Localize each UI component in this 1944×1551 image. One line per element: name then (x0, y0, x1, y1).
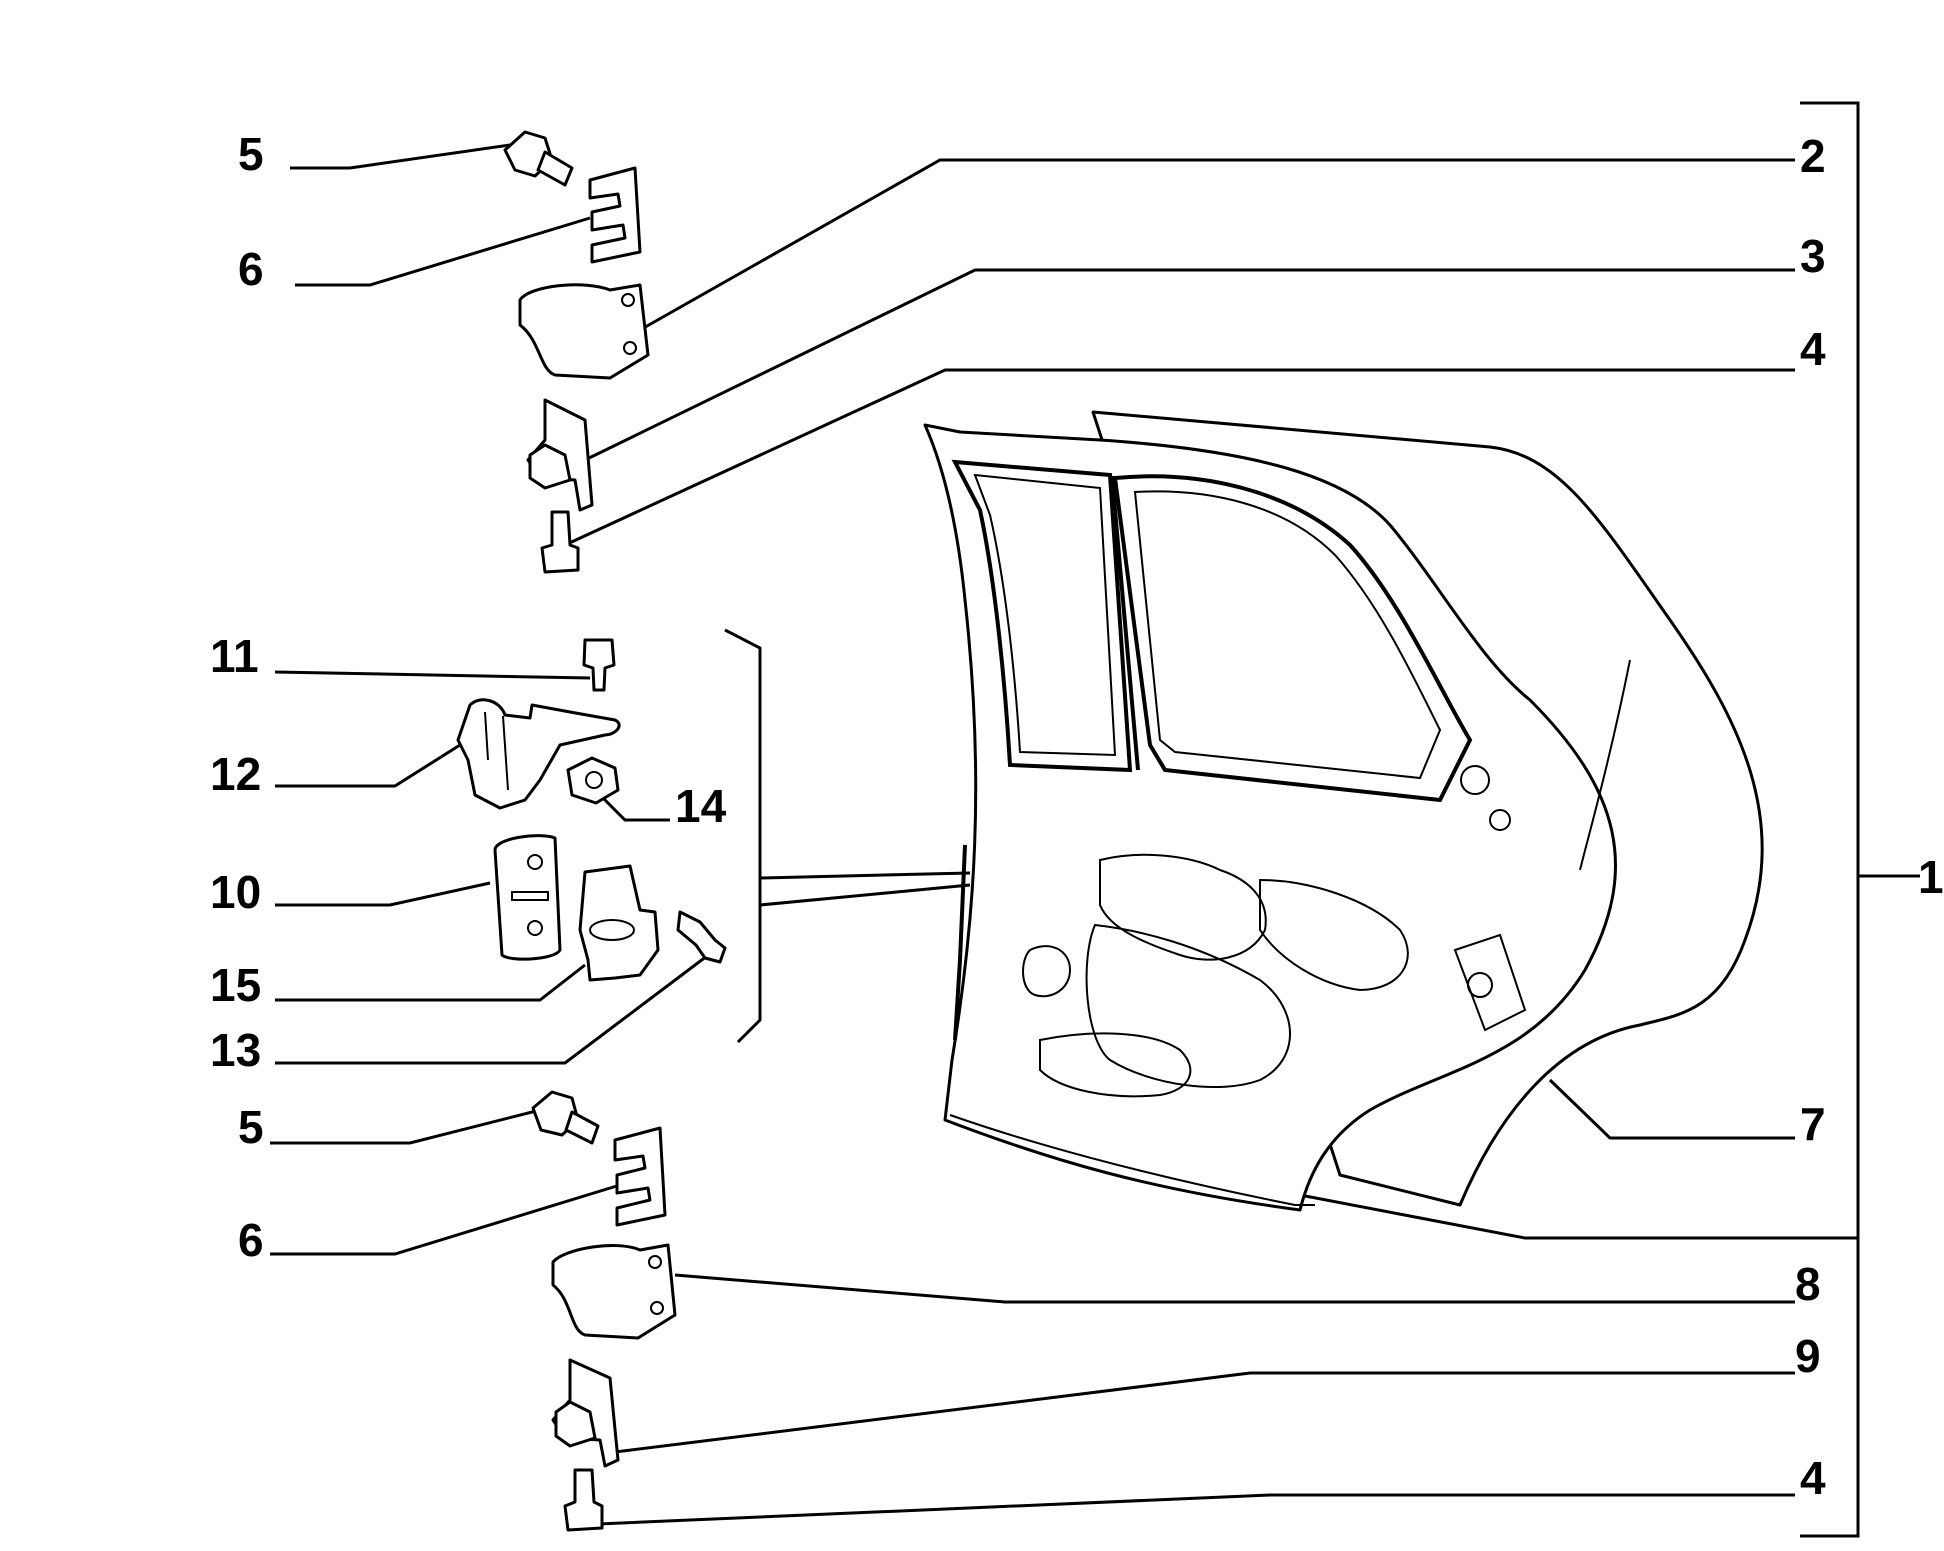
callout-4-bottom: 4 (1800, 1452, 1826, 1504)
lower-hinge-parts (531, 1090, 677, 1532)
check-strap-bracket (724, 628, 762, 1044)
window-frame-inner (973, 473, 1117, 757)
check-strap-leader-b (759, 883, 971, 907)
callout-3: 3 (1800, 230, 1826, 282)
callout-1: 1 (1918, 851, 1944, 903)
callout-6-top: 6 (238, 243, 264, 295)
hinge-9-pin (554, 1400, 597, 1448)
leader-lines (270, 101, 1920, 1538)
leader-10 (275, 881, 491, 907)
callout-11: 11 (210, 630, 259, 682)
leader-5-bottom (270, 1108, 541, 1145)
door-inner-panel (923, 423, 1617, 1212)
callout-7: 7 (1800, 1098, 1826, 1150)
check-strap-12-detail (484, 711, 509, 791)
rear-window (1112, 474, 1473, 803)
hinge-2 (518, 283, 650, 380)
bracket-15 (578, 864, 660, 982)
panel-cavity-lower (1039, 1032, 1192, 1098)
callout-8: 8 (1795, 1258, 1821, 1310)
hinge-8-hole-a (648, 1255, 662, 1269)
hinge-8-hole-b (650, 1301, 664, 1315)
shim-6-top (588, 166, 642, 264)
panel-cavity-middle (1085, 923, 1291, 1089)
door-hinge-edge (953, 844, 967, 1041)
screw-13 (676, 910, 727, 964)
plate-10 (493, 834, 562, 961)
panel-cavity-right (1259, 878, 1409, 992)
leader-4-bottom (574, 1493, 1795, 1527)
door-assembly (923, 410, 1764, 1212)
leader-5-top (290, 143, 511, 170)
leader-9 (614, 1371, 1795, 1454)
callout-2: 2 (1800, 130, 1826, 182)
bolt-11 (582, 638, 616, 692)
hinge-8 (551, 1243, 677, 1340)
leader-door-assembly (1299, 1193, 1858, 1240)
callout-13: 13 (210, 1024, 261, 1076)
callout-12: 12 (210, 748, 261, 800)
nut-14-hole (585, 771, 603, 789)
leader-15 (275, 963, 586, 1002)
leader-12 (275, 743, 461, 788)
leader-7 (1548, 1078, 1795, 1140)
callout-9: 9 (1795, 1330, 1821, 1382)
leader-14 (593, 788, 670, 822)
callout-10: 10 (210, 866, 261, 918)
hinge-2-hole-b (623, 341, 637, 355)
check-strap-leader-a (759, 871, 971, 880)
door-lower-edge (949, 1114, 1315, 1206)
pin-4-bottom (563, 1468, 604, 1532)
bolt-5-top-shank (536, 150, 574, 187)
upper-hinge-parts (503, 130, 650, 574)
latch-hole-1 (1460, 765, 1490, 795)
window-frame (951, 459, 1133, 773)
assembly-bracket (1800, 101, 1860, 1538)
leader-11 (274, 670, 591, 680)
plate-10-hole-b (527, 920, 543, 936)
leader-4-top (564, 368, 1795, 547)
callout-5-bottom: 5 (238, 1101, 264, 1153)
shim-6-bottom (613, 1126, 667, 1227)
bolt-5-bottom-shank (564, 1110, 600, 1145)
hinge-2-hole-a (621, 293, 635, 307)
callout-5-top: 5 (238, 128, 264, 180)
leader-8 (674, 1273, 1795, 1304)
leader-6-bottom (270, 1183, 621, 1256)
rear-window-inner (1133, 490, 1442, 780)
callout-14: 14 (675, 780, 727, 832)
panel-cavity-upper (1099, 853, 1267, 961)
outer-skin-rear-edge (1579, 659, 1631, 871)
callout-15: 15 (210, 959, 261, 1011)
leader-2 (639, 158, 1795, 332)
check-strap-12 (456, 698, 621, 810)
leader-3 (584, 268, 1795, 462)
nut-14 (566, 756, 620, 805)
hinge-3-pin (528, 443, 572, 490)
callout-4-top: 4 (1800, 323, 1826, 375)
callout-labels: 1 2 3 4 5 6 11 12 14 10 15 13 5 6 7 8 9 … (210, 128, 1944, 1504)
bracket-15-boss (589, 919, 635, 941)
callout-6-bottom: 6 (238, 1214, 264, 1266)
check-strap-parts (456, 638, 727, 982)
door-latch (1453, 933, 1527, 1032)
plate-10-hole-a (527, 854, 543, 870)
pin-4-top (540, 510, 580, 574)
panel-cavity-left (1022, 945, 1072, 998)
leader-13 (275, 948, 716, 1065)
window-divider (1110, 475, 1140, 771)
leader-6-top (295, 216, 591, 287)
latch-hole-2 (1489, 809, 1511, 831)
plate-10-slot (511, 891, 549, 901)
